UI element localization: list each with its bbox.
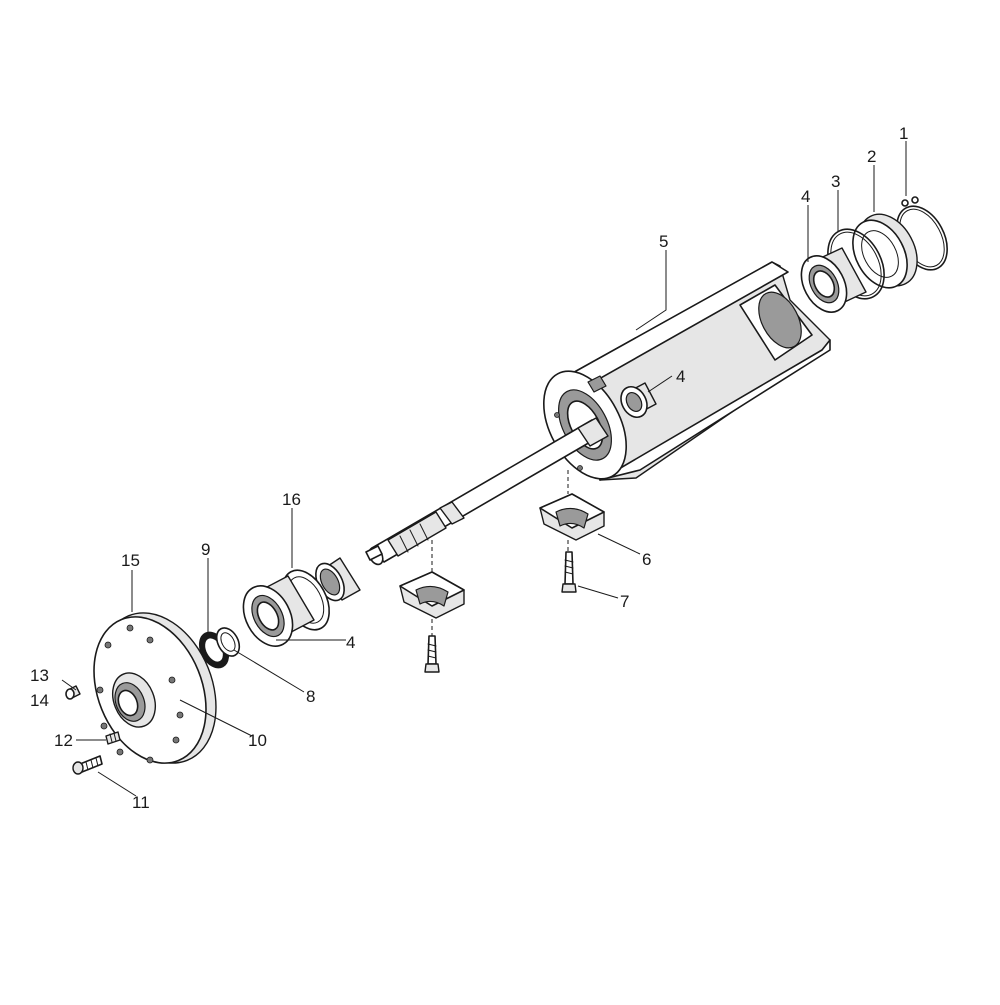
part-4-spline-bushing [242,575,315,647]
part-4-bushing-center [620,382,657,419]
part-4-bushing-right [800,247,867,313]
leader-lines [61,141,907,797]
callout-2: 2 [867,147,876,166]
part-8-spacer [215,627,241,657]
shaft [365,417,609,566]
part-7-bolt-right [561,551,577,593]
part-15-flange [93,612,217,764]
part-2-end-cap [852,213,918,289]
callout-12: 12 [54,731,73,750]
part-6-clamp-block-left [399,571,465,619]
callout-labels: 1 2 3 4 5 4 6 7 16 4 9 15 8 10 13 14 12 … [30,124,908,812]
callout-5: 5 [659,232,668,251]
part-6-clamp-block-right [539,493,605,541]
callout-3: 3 [831,172,840,191]
callout-10: 10 [248,731,267,750]
callout-16: 16 [282,490,301,509]
part-11-cap-screw [72,755,103,775]
callout-6: 6 [642,550,651,569]
callout-4-right: 4 [801,187,810,206]
callout-8: 8 [306,687,315,706]
part-12-set-screw [105,731,121,745]
callout-1: 1 [899,124,908,143]
callout-7: 7 [620,592,629,611]
callout-13: 13 [30,666,49,685]
callout-14: 14 [30,691,49,710]
part-13-14-plug [65,685,81,700]
callout-9: 9 [201,540,210,559]
callout-11: 11 [132,793,150,812]
callout-4-left: 4 [346,633,355,652]
part-7-bolt-left [424,635,440,673]
callout-15: 15 [121,551,140,570]
callout-4-center: 4 [676,367,685,386]
